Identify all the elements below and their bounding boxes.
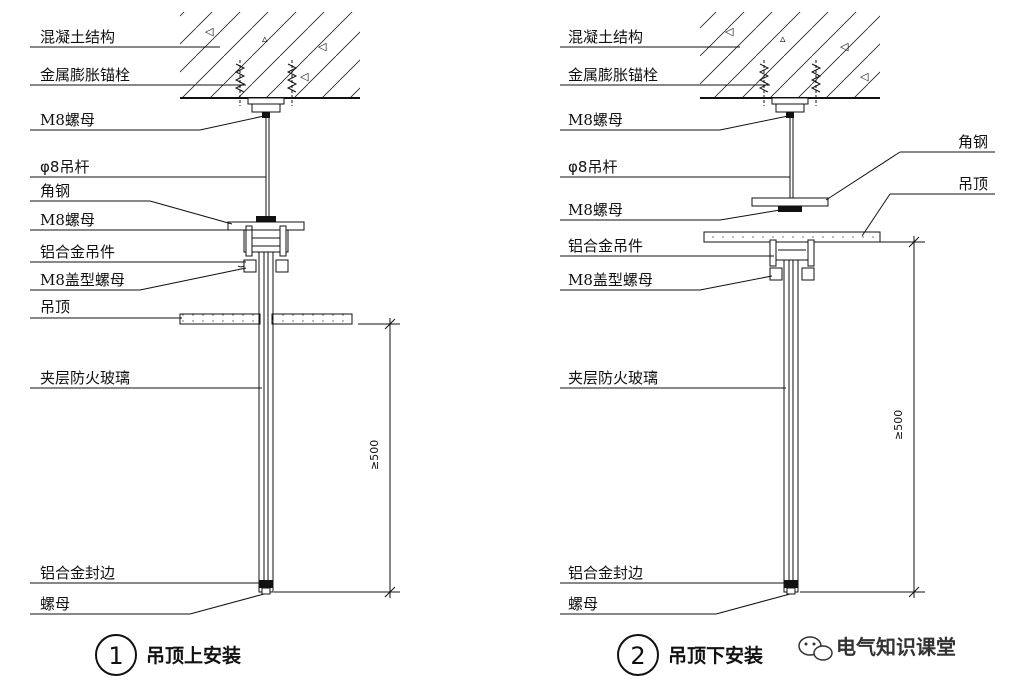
right-leaders [560,46,995,615]
right-title: 吊顶下安装 [668,644,763,667]
right-label-concrete: 混凝土结构 [568,28,643,46]
watermark-text: 电气知识课堂 [836,635,956,659]
watermark: 电气知识课堂 [798,635,956,661]
right-label-nut-mid: M8螺母 [568,201,623,219]
right-label-rod: φ8吊杆 [568,158,617,176]
left-dimension: ≥500 [274,318,400,598]
left-title: 吊顶上安装 [146,644,241,667]
left-label-anchor: 金属膨胀锚栓 [40,66,130,84]
left-mid-nut [256,216,276,222]
left-diagram: ◁ ◁ ▵ ◁ [30,12,400,676]
right-number: 2 [630,642,645,670]
right-dimension: ≥500 [800,236,925,598]
right-label-nut-bottom: 螺母 [568,595,598,613]
left-label-nut-bottom: 螺母 [40,595,70,613]
left-label-cap-nut: M8盖型螺母 [40,271,125,289]
right-angle-steel [751,197,829,207]
right-label-anchor: 金属膨胀锚栓 [568,66,658,84]
right-concrete-slab: ◁ ◁ ▵ ◁ [700,12,880,99]
right-glass-panel [783,259,799,595]
wechat-icon [798,636,833,661]
svg-text:◁: ◁ [840,40,849,53]
left-anchor-bolts [234,60,298,106]
right-label-angle: 角钢 [958,133,988,151]
left-label-nut-top: M8螺母 [40,111,95,129]
left-dimension-text: ≥500 [368,440,381,470]
right-label-hanger: 铝合金吊件 [568,237,643,255]
right-ceiling [703,231,881,243]
left-label-edge: 铝合金封边 [40,564,115,582]
svg-text:▵: ▵ [262,32,268,45]
right-label-cap-nut: M8盖型螺母 [568,271,653,289]
left-label-glass: 夹层防火玻璃 [40,369,130,387]
left-label-ceiling: 吊顶 [40,298,70,316]
svg-text:◁: ◁ [300,70,309,83]
right-cap-nut [769,267,815,281]
left-cap-nut [237,259,289,273]
left-angle-steel [227,221,305,231]
left-label-hanger: 铝合金吊件 [40,243,115,261]
right-label-ceiling: 吊顶 [958,175,988,193]
left-leaders [30,46,266,615]
left-label-nut-mid: M8螺母 [40,211,95,229]
left-number-circle [95,634,137,676]
left-glass-panel [258,251,274,595]
right-anchor-bolts [758,60,822,106]
left-concrete-slab: ◁ ◁ ▵ ◁ [180,12,360,99]
right-dimension-text: ≥500 [892,410,905,440]
svg-text:▵: ▵ [780,32,786,45]
svg-text:◁: ◁ [860,70,869,83]
left-number: 1 [108,642,123,670]
svg-text:◁: ◁ [318,40,327,53]
left-ceiling [179,313,353,325]
svg-text:◁: ◁ [205,25,214,38]
right-label-nut-top: M8螺母 [568,111,623,129]
right-mid-nut [778,206,802,212]
left-label-rod: φ8吊杆 [40,158,89,176]
right-label-glass: 夹层防火玻璃 [568,369,658,387]
right-top-bracket [771,97,809,118]
right-diagram: ◁ ◁ ▵ ◁ [560,12,995,676]
left-label-concrete: 混凝土结构 [40,28,115,46]
right-number-circle [617,634,659,676]
left-label-angle: 角钢 [40,182,70,200]
left-top-bracket [247,97,285,118]
svg-text:◁: ◁ [725,25,734,38]
right-label-edge: 铝合金封边 [568,564,643,582]
